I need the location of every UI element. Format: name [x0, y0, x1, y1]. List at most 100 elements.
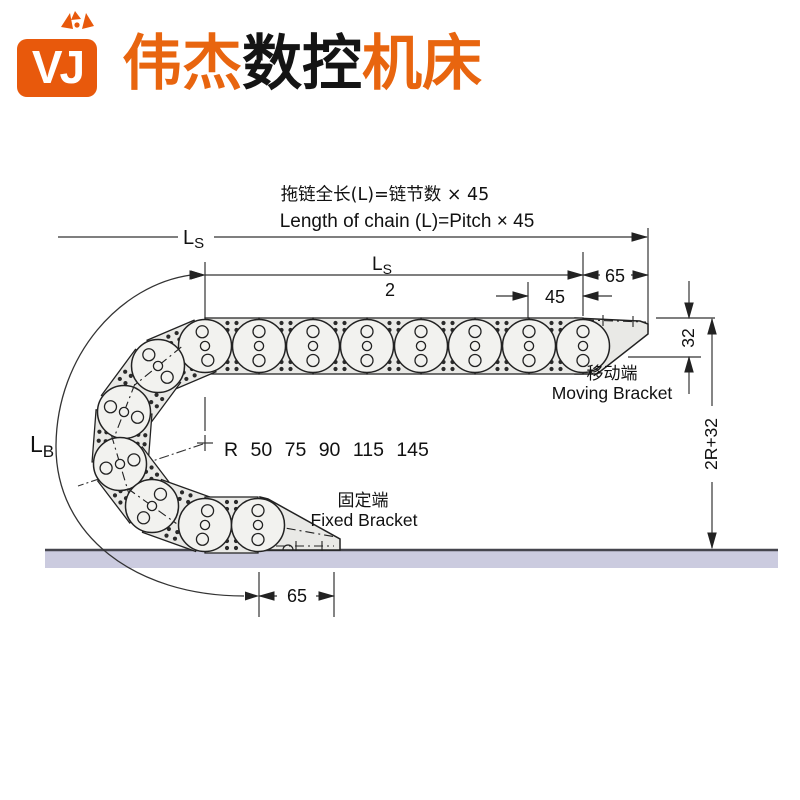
disc-hole [360, 353, 374, 368]
rivet-dot [504, 320, 509, 326]
rivet-dot [333, 366, 338, 372]
rivet-dot [450, 366, 455, 372]
dim-45 [496, 282, 612, 318]
disc-hole [306, 353, 320, 368]
ls-half-numerator: LS [372, 254, 392, 277]
rivet-dot [450, 320, 455, 326]
disc-hole [252, 519, 264, 531]
rivet-dot [387, 366, 392, 372]
rivet-dot [118, 500, 123, 505]
dim-65-bottom-value: 65 [287, 586, 307, 606]
disc-hole [195, 532, 210, 546]
rivet-dot [504, 366, 509, 372]
disc-hole [195, 325, 209, 339]
formula-cn: 拖链全长(L)=链节数 × 45 [281, 185, 490, 205]
rivet-dot [160, 396, 165, 402]
rivet-dot [224, 545, 230, 551]
disc-hole [306, 324, 320, 339]
rivet-dot [495, 366, 500, 372]
disc-hole [252, 353, 266, 368]
rivet-dot [97, 429, 102, 434]
brand-part-1: 伟杰 [122, 29, 242, 99]
disc-hole [118, 406, 130, 418]
brand-header: VJ 伟杰数控机床 [0, 0, 800, 130]
fixed-bracket-notch [282, 544, 294, 551]
disc-hole [199, 340, 211, 352]
rivet-dot [396, 320, 401, 326]
disc-hole [576, 324, 590, 339]
rivet-dot [96, 438, 101, 443]
crown-icon [61, 11, 94, 29]
rivet-dot [225, 320, 230, 326]
disc-hole [415, 340, 427, 352]
lb-arc [55, 274, 245, 597]
brand-name: 伟杰数控机床 [122, 22, 552, 106]
rivet-dot [333, 320, 338, 326]
rivet-dot [172, 536, 178, 541]
rivet-dot [174, 330, 179, 336]
rivet-dot [234, 366, 239, 372]
rivet-dot [149, 400, 154, 405]
disc-hole [577, 340, 589, 352]
rivet-dot [549, 320, 554, 326]
dim-32 [628, 281, 715, 394]
rivet-dot [342, 366, 347, 372]
ground-band [45, 551, 778, 568]
rivet-dot [188, 493, 193, 498]
rivet-dot [149, 465, 154, 470]
rivet-dot [166, 334, 171, 339]
logo-text: VJ [31, 41, 85, 93]
formula-en: Length of chain (L)=Pitch × 45 [280, 211, 535, 232]
dim-65-bottom [257, 572, 336, 617]
dim-45-value: 45 [545, 287, 565, 307]
disc-hole [251, 532, 265, 547]
rivet-dot [154, 404, 159, 409]
rivet-dot [233, 499, 239, 505]
rivet-dot [164, 533, 169, 538]
disc-hole [99, 461, 113, 475]
rivet-dot [558, 366, 563, 372]
disc-hole [136, 511, 151, 525]
disc-hole [522, 324, 536, 339]
brand-part-3: 机床 [362, 29, 482, 99]
rivet-dot [549, 366, 554, 372]
disc-hole [469, 340, 481, 352]
disc-hole [160, 370, 174, 384]
rivet-dot [234, 320, 239, 326]
rivet-dot [143, 433, 148, 438]
rivet-dot [177, 496, 182, 502]
dim-2r32-value: 2R+32 [701, 418, 721, 470]
rivet-dot [558, 320, 563, 326]
rivet-dot [387, 320, 392, 326]
disc-hole [103, 400, 118, 414]
rivet-dot [123, 369, 128, 374]
ls-half-denominator: 2 [385, 280, 395, 300]
rivet-dot [117, 376, 122, 382]
disc-hole [468, 353, 482, 368]
rivet-dot [128, 373, 133, 378]
disc-hole [127, 453, 141, 467]
rivet-dot [184, 376, 189, 382]
dim-65-top-value: 65 [605, 266, 625, 286]
disc-hole [361, 340, 373, 352]
dim-ls [58, 228, 649, 332]
rivet-dot [179, 490, 185, 495]
disc-hole [523, 340, 535, 352]
ground [45, 548, 778, 568]
rivet-dot [112, 493, 118, 498]
lb-arrow-top [191, 270, 205, 280]
disc-hole [130, 410, 145, 424]
rivet-dot [441, 366, 446, 372]
rivet-dot [225, 366, 230, 372]
rivet-dot [342, 320, 347, 326]
disc-hole [199, 519, 211, 531]
disc-hole [576, 353, 590, 368]
rivet-dot [142, 442, 147, 447]
rivet-dot [396, 366, 401, 372]
lb-label: LB [30, 431, 54, 461]
rivet-dot [441, 320, 446, 326]
company-logo: VJ [17, 39, 97, 97]
rivet-dot [154, 392, 159, 397]
